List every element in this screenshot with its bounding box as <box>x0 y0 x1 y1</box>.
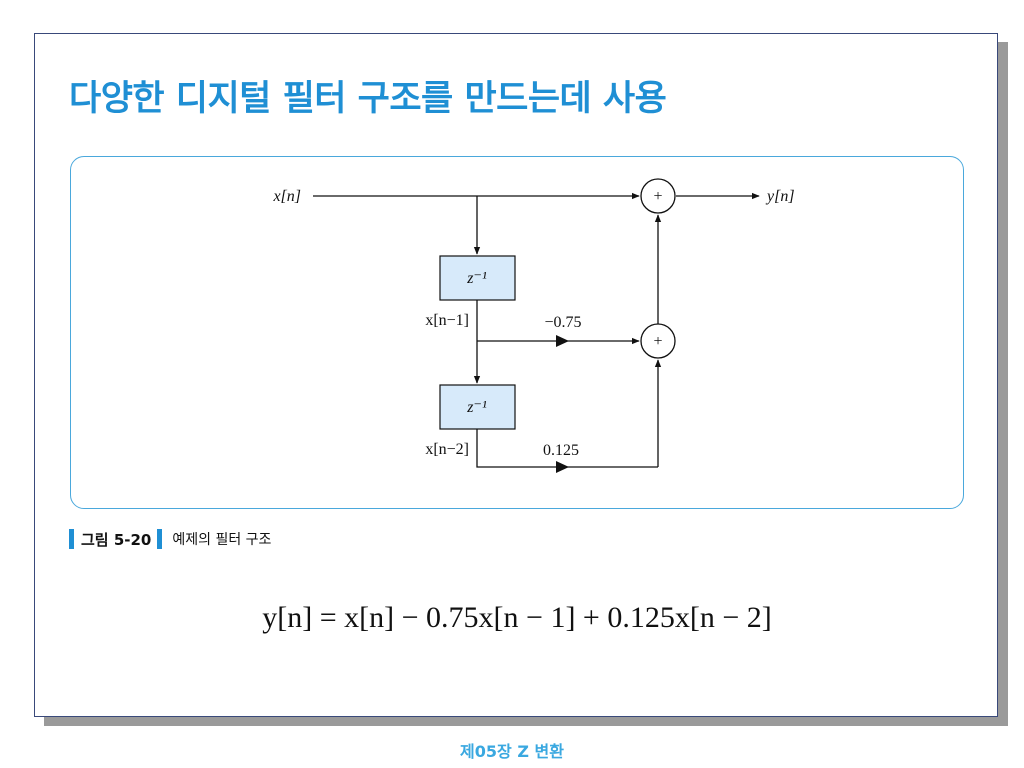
gain2-arrowhead <box>556 461 569 473</box>
adder-bottom-symbol: + <box>653 333 662 350</box>
tap2-line <box>476 429 658 468</box>
figure-frame: + + x[n] y[n] z⁻¹ z⁻¹ x[n−1] x[n−2] −0.7… <box>70 156 964 509</box>
output-label: y[n] <box>765 188 795 205</box>
gain1-arrowhead <box>556 335 569 347</box>
caption-bar-left <box>69 529 74 549</box>
figure-caption: 그림 5-20 예제의 필터 구조 <box>69 528 271 550</box>
slide: 다양한 디지털 필터 구조를 만드는데 사용 <box>34 33 998 717</box>
tap2-label: x[n−2] <box>425 441 469 458</box>
caption-text: 예제의 필터 구조 <box>172 532 272 548</box>
delay2-box <box>439 384 516 430</box>
input-label: x[n] <box>272 188 301 205</box>
slide-title: 다양한 디지털 필터 구조를 만드는데 사용 <box>69 79 667 119</box>
filter-structure-diagram: + + x[n] y[n] z⁻¹ z⁻¹ x[n−1] x[n−2] −0.7… <box>272 178 795 473</box>
gain2-label: 0.125 <box>543 442 579 459</box>
tap1-label: x[n−1] <box>425 312 469 329</box>
difference-equation: y[n] = x[n] − 0.75x[n − 1] + 0.125x[n − … <box>262 601 772 634</box>
caption-bar-right <box>157 529 163 549</box>
delay1-label: z⁻¹ <box>466 270 487 287</box>
gain1-label: −0.75 <box>544 314 581 331</box>
adder-top-symbol: + <box>653 188 662 205</box>
delay2-label: z⁻¹ <box>466 399 487 416</box>
caption-label: 그림 5-20 <box>81 530 152 549</box>
delay1-box <box>439 255 516 301</box>
adder-bottom <box>640 323 676 359</box>
chapter-footer: 제05장 Z 변환 <box>460 742 564 761</box>
adder-top <box>640 178 676 214</box>
